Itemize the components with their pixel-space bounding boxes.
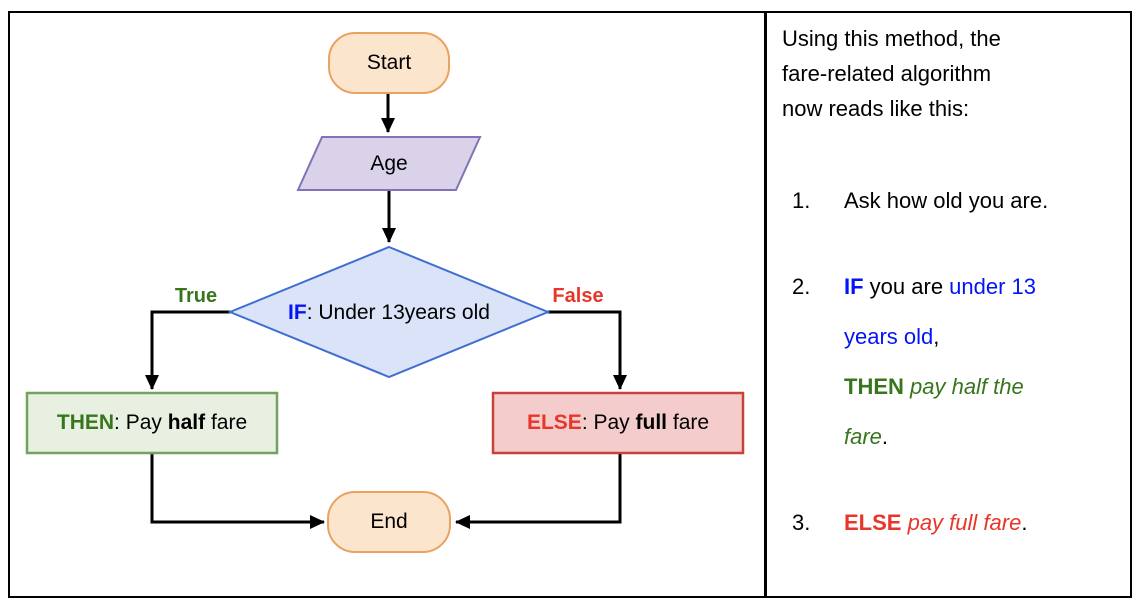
false-branch-label: False <box>552 284 604 307</box>
age-label: Age <box>370 151 408 175</box>
list-item-number: 1. <box>792 188 811 213</box>
arrow-false-branch <box>548 310 627 390</box>
arrow-true-branch <box>145 310 230 390</box>
list-item: 3. ELSE pay full fare. <box>782 498 1120 548</box>
list-item-text: Ask how old you are. <box>844 188 1049 213</box>
end-node-shape <box>327 491 451 553</box>
intro-line: fare-related algorithm <box>782 61 992 86</box>
true-branch-label: True <box>174 284 218 307</box>
then-box-shape <box>25 391 279 455</box>
explanation-panel: Using this method, the fare-related algo… <box>767 13 1130 596</box>
else-box-shape <box>491 391 745 455</box>
flowchart-canvas <box>25 32 745 553</box>
age-parallelogram-shape <box>296 136 482 191</box>
arrow-then-to-end <box>150 453 325 529</box>
start-label: Start <box>366 51 412 74</box>
then-box-label: THEN: Pay half fare <box>56 411 248 434</box>
algorithm-list: 1. Ask how old you are. 2. IF you are un… <box>782 176 1120 548</box>
end-label: End <box>370 510 408 533</box>
else-box-label: ELSE: Pay full fare <box>526 411 710 434</box>
intro-line: now reads like this: <box>782 96 970 121</box>
list-item-number: 2. <box>792 274 811 299</box>
decision-diamond-shape <box>227 245 551 379</box>
list-item-text: ELSE pay full fare. <box>844 510 1028 535</box>
arrow-else-to-end <box>455 453 622 529</box>
intro-line: Using this method, the <box>782 26 1001 51</box>
cell-divider <box>764 13 767 596</box>
start-node-shape <box>328 32 450 94</box>
list-item-number: 3. <box>792 510 811 535</box>
intro-paragraph: Using this method, the fare-related algo… <box>782 21 1120 126</box>
list-item: 1. Ask how old you are. <box>782 176 1120 226</box>
